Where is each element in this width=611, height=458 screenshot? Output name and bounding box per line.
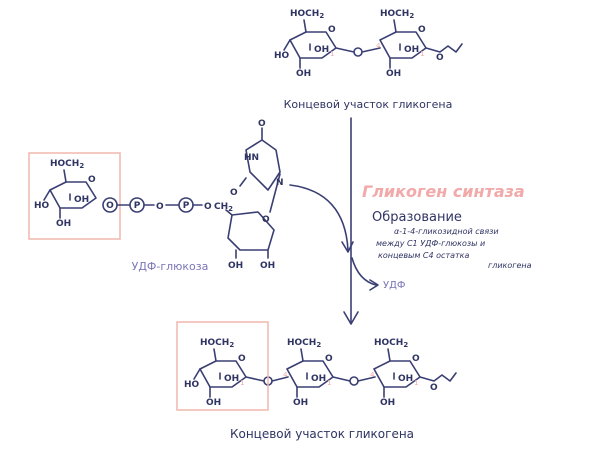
hoch2-label: HOCH2: [374, 338, 408, 349]
curved-arrowhead: [341, 241, 354, 253]
ho-label: HO: [34, 201, 50, 211]
oh-label-c2: OH: [386, 69, 401, 79]
formation-line-2: между С1 УДФ-глюкозы и: [376, 239, 485, 248]
hoch2-label: HOCH2: [200, 338, 234, 349]
c4-marker: 4: [376, 42, 381, 50]
ch2oh-bond: [303, 19, 307, 33]
oh-label-c2: OH: [56, 219, 71, 229]
uracil-ring: [245, 139, 281, 191]
new-glucose-highlight-box: [176, 321, 269, 411]
ch2oh-bond: [213, 348, 217, 362]
ring-oxygen: O: [88, 175, 96, 185]
ho-label: HO: [184, 380, 200, 390]
ring-oxygen: O: [328, 25, 336, 35]
glycosidic-bond-b1: [245, 376, 289, 382]
c1-marker: 1: [414, 379, 418, 387]
glycosidic-o-b2: [349, 376, 359, 386]
glycosidic-bond: [335, 47, 381, 53]
ho-bond: [193, 368, 201, 380]
formation-line-3: концевым С4 остатка: [378, 251, 470, 260]
formation-line-1: α-1-4-гликозидной связи: [394, 227, 499, 236]
formation-line-4: гликогена: [488, 261, 532, 270]
c4-marker: 4: [283, 371, 288, 379]
oh-label-c2: OH: [296, 69, 311, 79]
udp-glucose-highlight-box: [28, 152, 121, 240]
hoch2-label: HOCH2: [380, 9, 414, 20]
anomeric-oxygen-label: O: [106, 201, 114, 211]
oh-label-c3: OH: [314, 45, 329, 55]
udp-glucose-label: УДФ-глюкоза: [132, 260, 209, 273]
bottom-chain-title: Концевой участок гликогена: [230, 427, 414, 441]
ring-oxygen: O: [412, 354, 420, 364]
oh-label-c2: OH: [206, 398, 221, 408]
uracil-carbonyl-2: [239, 177, 247, 187]
ring-oxygen: O: [418, 25, 426, 35]
chain-continuation-top: [425, 43, 463, 53]
chain-o-bottom: O: [430, 383, 438, 393]
ho-bond: [43, 189, 51, 201]
hoch2-label: HOCH2: [290, 9, 324, 20]
ester-o: O: [204, 202, 212, 212]
ho-label: HO: [274, 51, 290, 61]
ch2oh-bond: [393, 19, 397, 33]
ch2oh-bond: [300, 348, 304, 362]
glycosidic-o: [353, 47, 363, 57]
curved-arrow: [289, 184, 349, 251]
udp-release-arrow: [351, 257, 377, 286]
c1-marker: 1: [327, 379, 331, 387]
udp-release-arrowhead: [369, 279, 379, 291]
uracil-o-bottom: O: [230, 188, 238, 198]
formation-heading: Образование: [372, 210, 462, 225]
bridge-o: O: [156, 202, 164, 212]
udp-product-label: УДФ: [383, 280, 406, 291]
main-reaction-arrowhead: [343, 311, 359, 325]
oh-label-c3: OH: [398, 374, 413, 384]
enzyme-label: Гликоген синтаза: [362, 182, 525, 201]
oh-label-c3: OH: [74, 195, 89, 205]
ribose-oh-1: OH: [228, 261, 243, 271]
uracil-n: N: [276, 178, 284, 188]
oh-label-c3: OH: [311, 374, 326, 384]
n-glycosidic-bond: [269, 173, 281, 213]
ho-bond: [283, 39, 291, 51]
chain-o-top: O: [436, 53, 444, 63]
c1-marker: 1: [240, 379, 244, 387]
uracil-o-top: O: [258, 119, 266, 129]
ribose-o: O: [262, 215, 270, 225]
ch2oh-bond: [387, 348, 391, 362]
oh-label-c2: OH: [293, 398, 308, 408]
ch2oh-bond: [63, 169, 67, 183]
oh-label-c2: OH: [380, 398, 395, 408]
c4-marker: 4: [370, 371, 375, 379]
ribose-oh-2: OH: [260, 261, 275, 271]
phosphate-1-label: P: [134, 201, 141, 211]
hoch2-label: HOCH2: [50, 159, 84, 170]
chain-continuation-bottom: [419, 372, 457, 382]
ribose-ch2-bond: [225, 209, 233, 216]
uracil-hn: HN: [244, 153, 259, 163]
oh-label-c3: OH: [224, 374, 239, 384]
oh-label-c3: OH: [404, 45, 419, 55]
ring-oxygen: O: [325, 354, 333, 364]
c1-marker: 1: [330, 50, 334, 58]
glycosidic-bond-b2: [332, 376, 376, 382]
c1-marker: 1: [420, 50, 424, 58]
ribose-ch2-label: CH2: [214, 202, 233, 213]
phosphate-2-label: P: [183, 201, 190, 211]
hoch2-label: HOCH2: [287, 338, 321, 349]
top-chain-title: Концевой участок гликогена: [284, 98, 453, 111]
ring-oxygen: O: [238, 354, 246, 364]
